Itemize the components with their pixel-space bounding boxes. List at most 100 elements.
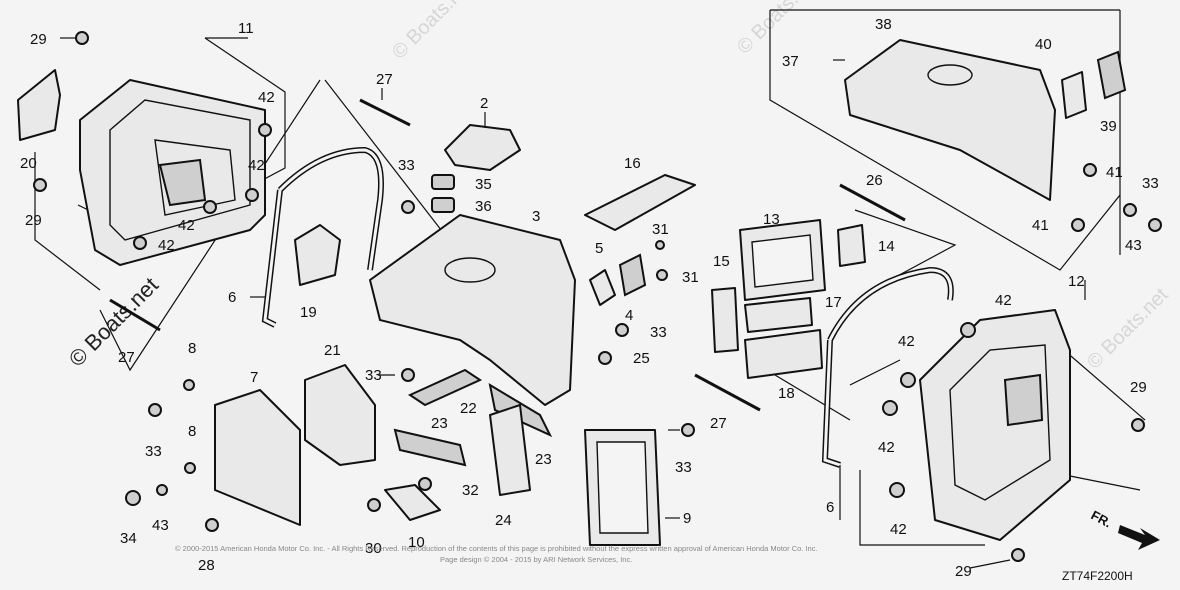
- callout-6: 6: [228, 289, 236, 306]
- leader-lines: [60, 37, 1086, 569]
- callout-3: 3: [532, 208, 540, 225]
- callout-42: 42: [158, 237, 175, 254]
- callout-27: 27: [376, 71, 393, 88]
- callout-27: 27: [118, 349, 135, 366]
- callout-33: 33: [650, 324, 667, 341]
- part-23-seal-left: [393, 428, 467, 467]
- callout-29: 29: [1130, 379, 1147, 396]
- part-2-cap: [444, 124, 521, 171]
- part-39-cover: [1096, 50, 1127, 100]
- callout-12: 12: [1068, 273, 1085, 290]
- callout-8: 8: [188, 423, 196, 440]
- callout-18: 18: [778, 385, 795, 402]
- part-20-cover: [17, 69, 61, 141]
- callout-27: 27: [710, 415, 727, 432]
- callout-33: 33: [675, 459, 692, 476]
- part-5-seal: [589, 269, 616, 306]
- callout-41: 41: [1106, 164, 1123, 181]
- callout-30: 30: [365, 540, 382, 557]
- callout-4: 4: [625, 307, 633, 324]
- callout-8: 8: [188, 340, 196, 357]
- callout-23: 23: [431, 415, 448, 432]
- callout-42: 42: [258, 89, 275, 106]
- part-4-switch: [618, 253, 647, 297]
- callout-26: 26: [866, 172, 883, 189]
- part-18-seal: [744, 329, 823, 379]
- watermark-faint: © Boats.net: [388, 0, 478, 64]
- callout-40: 40: [1035, 36, 1052, 53]
- callout-17: 17: [825, 294, 842, 311]
- callout-20: 20: [20, 155, 37, 172]
- part-24-plate: [489, 404, 531, 496]
- callout-43: 43: [1125, 237, 1142, 254]
- callout-labels: 29 11 27 2 42 42 42 42 20 29 6 19 27 33 …: [20, 16, 1159, 580]
- callout-29: 29: [25, 212, 42, 229]
- callout-6: 6: [826, 499, 834, 516]
- part-15-seal: [711, 287, 739, 353]
- callout-31: 31: [652, 221, 669, 238]
- callout-29: 29: [955, 563, 972, 580]
- callout-19: 19: [300, 304, 317, 321]
- callout-42: 42: [248, 157, 265, 174]
- svg-text:FR.: FR.: [1089, 507, 1115, 530]
- part-27-bolt-lower: [109, 298, 161, 332]
- callout-35: 35: [475, 176, 492, 193]
- callout-10: 10: [408, 534, 425, 551]
- callout-37: 37: [782, 53, 799, 70]
- callout-16: 16: [624, 155, 641, 172]
- callout-38: 38: [875, 16, 892, 33]
- part-10-bracket: [384, 484, 441, 521]
- part-3-center-cover: [369, 214, 576, 406]
- callout-11: 11: [238, 20, 254, 37]
- part-21-insulator: [304, 364, 376, 466]
- callout-25: 25: [633, 350, 650, 367]
- rear-cover-assembly: [79, 79, 266, 266]
- part-17-seal: [744, 297, 813, 333]
- part-38-top-cover: [844, 39, 1056, 201]
- callout-42: 42: [878, 439, 895, 456]
- part-16-pad: [584, 174, 696, 231]
- callout-22: 22: [460, 400, 477, 417]
- part-26-bolt: [839, 183, 906, 222]
- callout-2: 2: [480, 95, 488, 112]
- callout-31: 31: [682, 269, 699, 286]
- part-36-grommet: [431, 197, 455, 213]
- callout-29: 29: [30, 31, 47, 48]
- callout-42: 42: [178, 217, 195, 234]
- front-direction-indicator: FR.: [1089, 507, 1160, 550]
- callout-41: 41: [1032, 217, 1049, 234]
- callout-14: 14: [878, 238, 895, 255]
- callout-33: 33: [145, 443, 162, 460]
- callout-23: 23: [535, 451, 552, 468]
- part-40-seal: [1061, 71, 1087, 119]
- callout-15: 15: [713, 253, 730, 270]
- part-14-label: [837, 224, 866, 267]
- copyright-line-2: Page design © 2004 - 2015 by ARI Network…: [440, 555, 632, 564]
- part-9-frame: [584, 429, 661, 546]
- callout-5: 5: [595, 240, 603, 257]
- callout-9: 9: [683, 510, 691, 527]
- callout-13: 13: [763, 211, 780, 228]
- callout-36: 36: [475, 198, 492, 215]
- callout-7: 7: [250, 369, 258, 386]
- callout-34: 34: [120, 530, 137, 547]
- part-27-bolt-upper: [359, 98, 411, 127]
- part-22-seal: [407, 368, 483, 407]
- fasteners: [33, 31, 1162, 562]
- callout-42: 42: [890, 521, 907, 538]
- part-12-front-cover: [919, 309, 1071, 541]
- callout-43: 43: [152, 517, 169, 534]
- callout-28: 28: [198, 557, 215, 574]
- part-19-bracket: [294, 224, 341, 286]
- copyright-line-1: © 2000-2015 American Honda Motor Co. Inc…: [175, 544, 818, 553]
- callout-33: 33: [365, 367, 382, 384]
- callout-32: 32: [462, 482, 479, 499]
- callout-33: 33: [398, 157, 415, 174]
- part-35-grommet: [431, 174, 455, 190]
- part-7-panel: [214, 389, 301, 526]
- callout-42: 42: [898, 333, 915, 350]
- callout-42: 42: [995, 292, 1012, 309]
- callout-39: 39: [1100, 118, 1117, 135]
- part-6-handle-left-inner: [263, 148, 383, 327]
